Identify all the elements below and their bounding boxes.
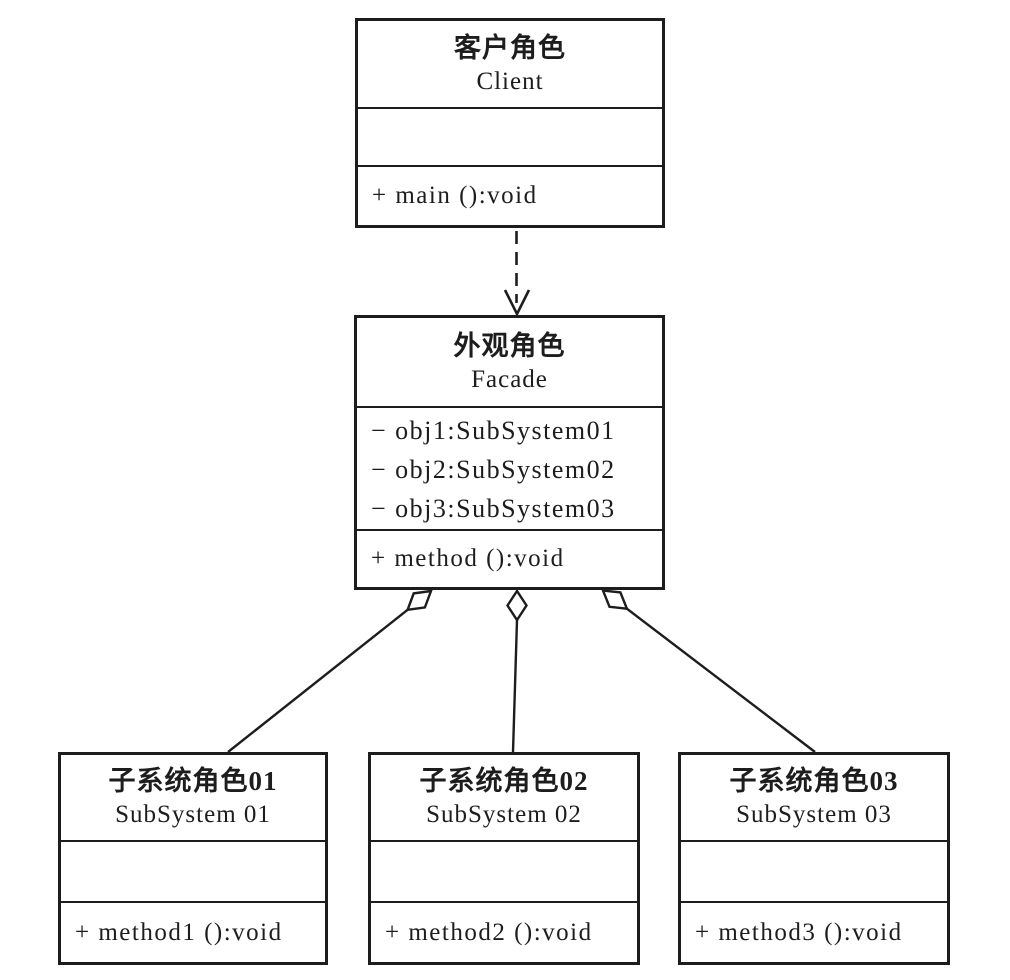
class-name-section: 客户角色 Client <box>358 21 662 109</box>
aggregation-diamond-03 <box>601 589 629 611</box>
attributes-section: − obj1:SubSystem01 − obj2:SubSystem02 − … <box>357 408 662 531</box>
class-subsystem02: 子系统角色02 SubSystem 02 + method2 ():void <box>368 752 640 965</box>
aggregation-line-01 <box>227 608 409 753</box>
class-name-en: SubSystem 01 <box>115 801 271 829</box>
class-name-en: SubSystem 03 <box>736 801 892 829</box>
aggregation-diamond-02 <box>506 588 528 623</box>
method-line: + method1 ():void <box>75 918 283 946</box>
class-name-cn: 子系统角色02 <box>419 766 589 797</box>
class-name-section: 外观角色 Facade <box>357 318 662 408</box>
dependency-arrowhead <box>503 289 531 317</box>
class-facade: 外观角色 Facade − obj1:SubSystem01 − obj2:Su… <box>354 315 665 590</box>
attributes-section-empty <box>61 842 325 903</box>
class-name-cn: 子系统角色03 <box>729 766 899 797</box>
aggregation-line-02 <box>511 619 519 753</box>
class-name-en: SubSystem 02 <box>426 801 582 829</box>
class-name-en: Client <box>476 67 544 95</box>
class-subsystem03: 子系统角色03 SubSystem 03 + method3 ():void <box>678 752 950 965</box>
methods-section: + method ():void <box>357 531 662 587</box>
methods-section: + method1 ():void <box>61 903 325 962</box>
attribute-line: − obj1:SubSystem01 <box>371 416 616 445</box>
class-subsystem01: 子系统角色01 SubSystem 01 + method1 ():void <box>58 752 328 965</box>
aggregation-diamond-01 <box>405 589 433 612</box>
method-line: + main ():void <box>372 182 538 209</box>
attribute-line: − obj2:SubSystem02 <box>371 455 616 484</box>
class-name-cn: 客户角色 <box>454 32 566 63</box>
class-name-en: Facade <box>471 365 548 393</box>
class-name-cn: 外观角色 <box>453 330 566 361</box>
method-line: + method ():void <box>371 545 565 572</box>
methods-section: + main ():void <box>358 167 662 225</box>
attribute-line: − obj3:SubSystem03 <box>371 494 616 523</box>
class-name-section: 子系统角色02 SubSystem 02 <box>371 755 637 842</box>
attributes-section-empty <box>681 842 947 903</box>
class-client: 客户角色 Client + main ():void <box>355 18 665 228</box>
method-line: + method3 ():void <box>695 918 903 946</box>
class-name-cn: 子系统角色01 <box>108 766 278 797</box>
class-name-section: 子系统角色01 SubSystem 01 <box>61 755 325 842</box>
class-name-section: 子系统角色03 SubSystem 03 <box>681 755 947 842</box>
method-line: + method2 ():void <box>385 918 593 946</box>
aggregation-line-03 <box>626 607 816 753</box>
methods-section: + method2 ():void <box>371 903 637 962</box>
attributes-section-empty <box>358 109 662 167</box>
attributes-section-empty <box>371 842 637 903</box>
methods-section: + method3 ():void <box>681 903 947 962</box>
